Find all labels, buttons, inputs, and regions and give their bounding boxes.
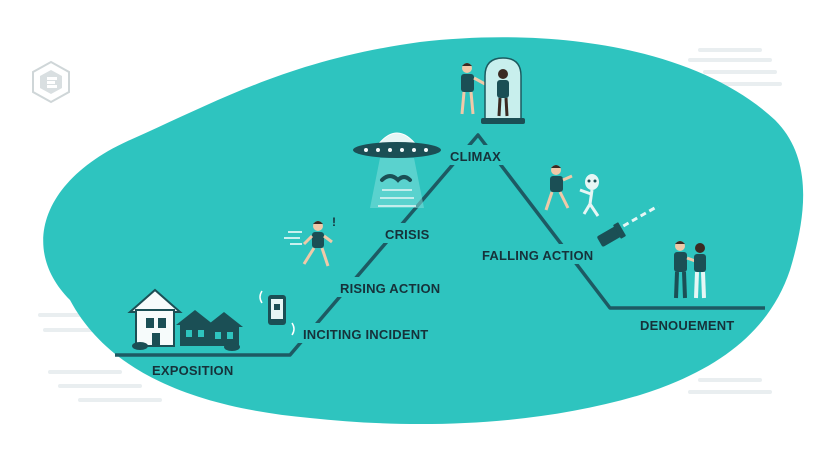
label-crisis: CRISIS <box>385 227 430 242</box>
label-inciting-incident: INCITING INCIDENT <box>303 327 428 342</box>
house-icon <box>127 288 243 351</box>
embracing-couple-icon <box>674 241 706 299</box>
plot-line <box>115 133 765 357</box>
svg-text:!: ! <box>332 215 336 229</box>
background-streaks <box>38 48 782 402</box>
alien-icon <box>544 165 600 217</box>
label-falling-action: FALLING ACTION <box>482 248 593 263</box>
ufo-icon <box>353 132 441 208</box>
label-climax: CLIMAX <box>450 149 501 164</box>
label-denouement: DENOUEMENT <box>640 318 734 333</box>
phone-icon <box>259 290 295 336</box>
logo-icon <box>32 60 70 104</box>
glass-dome-icon <box>460 57 525 124</box>
running-person-icon: ! <box>284 215 336 267</box>
label-rising-action: RISING ACTION <box>340 281 440 296</box>
label-exposition: EXPOSITION <box>152 363 233 378</box>
flashlight-icon <box>597 204 659 247</box>
